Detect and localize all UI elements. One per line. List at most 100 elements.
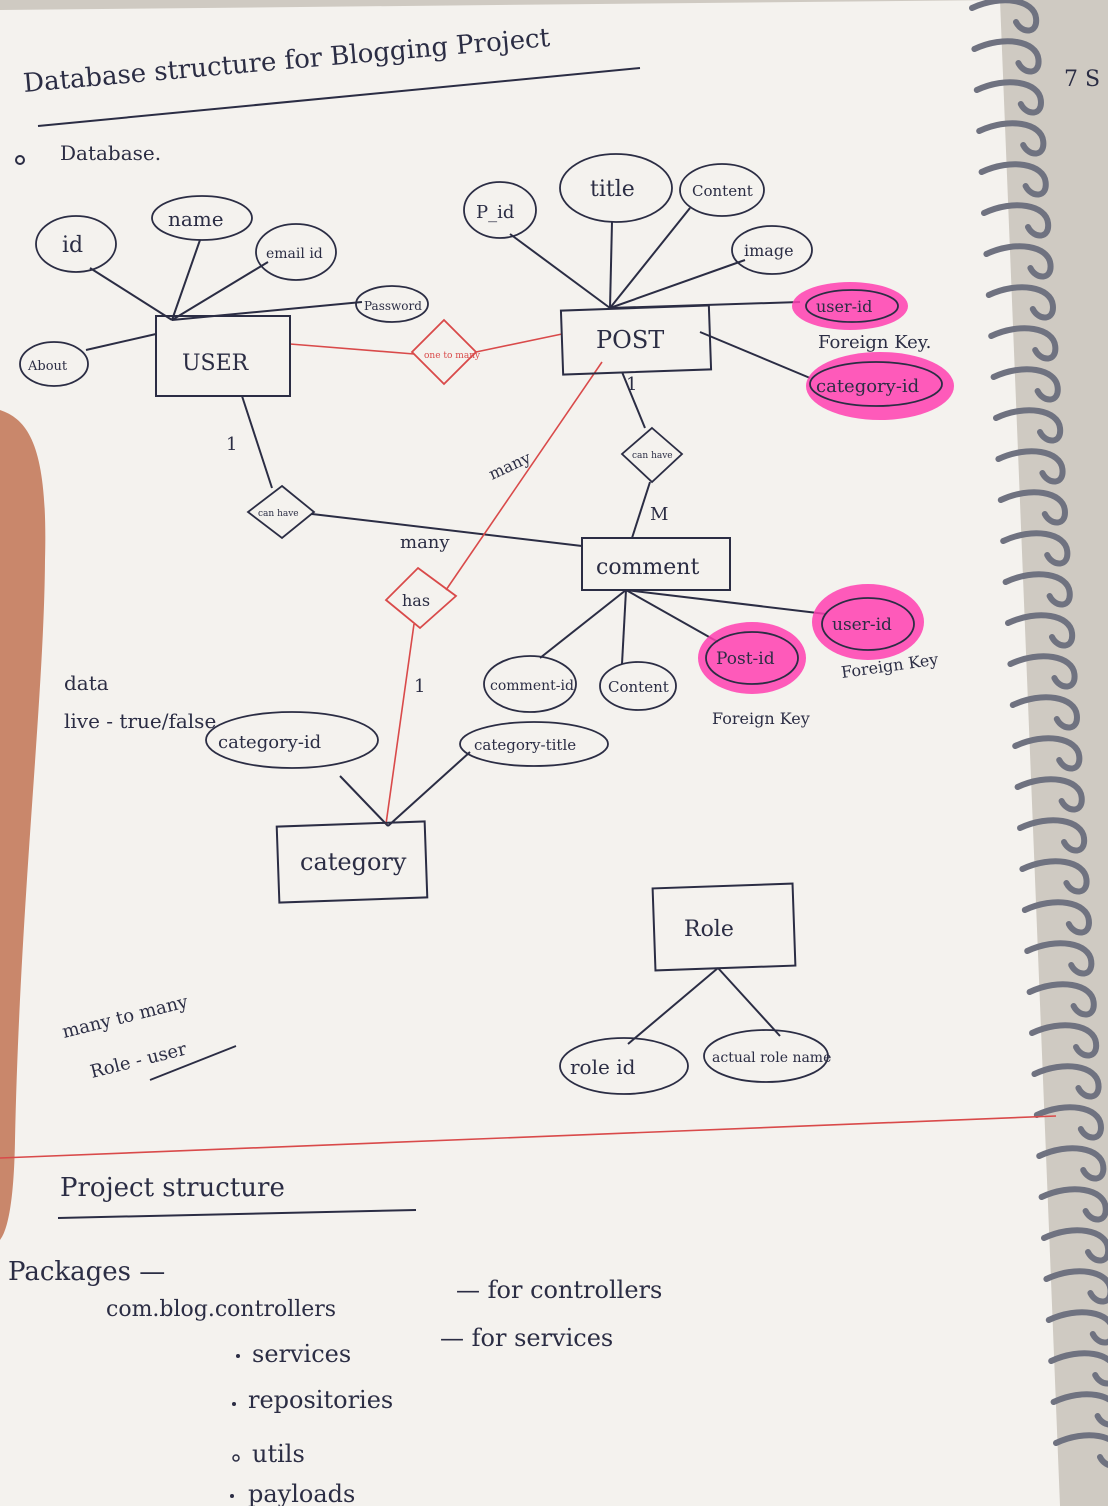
attr-post-categoryid [809,361,943,407]
edge-canhave-comment2 [311,513,583,547]
attr-post-pid [463,181,537,239]
bullet [15,155,25,165]
rel-post-comment: can have [620,426,684,484]
attr-label: image [744,241,794,260]
attr-label: user-id [816,297,872,316]
attr-label: title [590,177,635,202]
edge-user-id [89,267,173,321]
spiral-ring [993,407,1064,444]
attr-label: name [168,207,224,231]
spiral-ring [1019,858,1090,895]
edge-category-title [387,751,471,827]
spiral-ring [973,79,1044,116]
package-name: payloads [248,1480,355,1506]
attr-post-image [731,225,813,275]
spiral-ring [1005,612,1076,649]
edge-user-canhave [241,395,273,489]
package-name: services [252,1340,351,1368]
edge-comment-postid [625,589,719,643]
edge-post-image [609,259,746,309]
package-desc: — for services [440,1324,613,1352]
spiral-ring [1050,1391,1108,1428]
spiral-ring [1017,817,1088,854]
edge-canhave-comment [631,481,651,539]
edge-role-roleid [627,967,719,1045]
spiral-ring [1029,1022,1100,1059]
attr-comment-userid [821,597,915,651]
entity-role-label: Role [684,917,734,942]
edge-post-categoryid [699,331,811,379]
bullet [232,1454,240,1462]
rel-label: has [402,591,430,610]
package-name: utils [252,1440,305,1468]
note-underline [149,1045,237,1081]
spiral-ring [1026,981,1097,1018]
edge-post-title [609,221,613,309]
attr-user-password [355,285,429,323]
edge-comment-content [621,589,627,665]
edge-post-has [445,361,603,591]
spiral-ring [983,243,1054,280]
spiral-ring [969,0,1040,34]
attr-user-email [255,223,337,281]
attr-user-id [35,215,117,273]
package-desc: — for controllers [456,1276,662,1304]
attr-label: id [62,233,83,258]
spiral-ring [985,284,1056,321]
spiral-ring [1031,1063,1102,1100]
attr-post-title [559,153,673,223]
card-category-one: 1 [414,676,425,697]
rel-label: one to many [424,351,481,361]
entity-post: POST [559,304,713,376]
spiral-ring [1000,530,1071,567]
entity-role: Role [651,882,797,972]
attr-label: Password [364,299,422,313]
entity-user: USER [155,315,291,397]
red-divider [0,1115,1057,1159]
attr-user-about [19,341,89,387]
attr-post-content [679,163,765,217]
attr-label: email id [266,246,323,262]
spiral-ring [981,202,1052,239]
attr-user-name [151,195,253,241]
spiral-ring [995,448,1066,485]
edge-user-about [85,333,157,351]
edge-onetomany-post [475,333,563,353]
spiral-ring [988,325,1059,362]
spiral-ring [1048,1350,1108,1387]
project-heading: Project structure [60,1173,285,1203]
rel-user-comment: can have [246,484,316,540]
attr-role-roleid [559,1037,689,1095]
attr-comment-content [599,661,677,711]
margin-text: 7 S [1064,67,1100,92]
note-fk-postid: Foreign Key [712,709,810,728]
entity-user-label: USER [182,351,250,376]
edge-role-actualname [717,967,781,1037]
spiral-ring [1033,1104,1104,1141]
attr-category-categoryid [205,711,379,769]
attr-label: About [27,359,68,374]
card-user-one: 1 [226,434,237,455]
edge-post-canhave [621,371,646,429]
project-heading-underline [57,1209,417,1219]
rel-category-post: has [384,566,458,630]
attr-label: category-id [218,732,321,753]
spiral-ring [1012,735,1083,772]
attr-label: comment-id [490,678,574,694]
entity-category: category [275,820,429,904]
attr-category-title [459,721,609,767]
highlight-comment-postid [698,622,806,694]
edge-post-content [609,207,691,309]
edge-user-onetomany [289,343,415,355]
attr-role-actualname [703,1029,829,1083]
edge-user-name [171,239,201,321]
section-label: Database. [60,141,161,165]
card-post-one: 1 [626,374,637,395]
spiral-ring [1024,940,1095,977]
rel-label: can have [632,451,673,461]
bullet [232,1402,236,1406]
bullet [236,1354,240,1358]
spiral-ring [990,366,1061,403]
attr-label: user-id [832,615,892,635]
attr-label: Content [608,678,669,696]
